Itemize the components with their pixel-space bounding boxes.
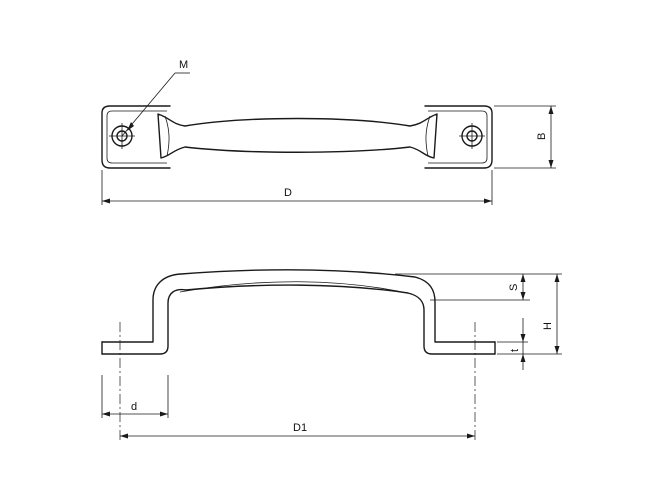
left-foot-outline	[101, 105, 171, 169]
top-view: M D B	[101, 59, 556, 205]
label-S: S	[508, 284, 520, 291]
label-H: H	[542, 322, 554, 330]
side-inner-profile	[101, 284, 496, 355]
grip-left-flare	[164, 115, 170, 157]
h-arrow-top	[554, 274, 560, 282]
d-arrow-left	[102, 198, 110, 204]
side-outer-profile	[101, 269, 496, 343]
t-arrow-bottom	[520, 354, 526, 362]
right-foot-inner-outline	[428, 110, 488, 164]
d1-arrow-right	[467, 433, 475, 439]
dsmall-arrow-left	[102, 411, 110, 417]
grip-body-outline	[157, 113, 438, 159]
s-arrow-bottom	[520, 292, 526, 300]
label-M: M	[179, 59, 188, 71]
grip-right-flare	[425, 115, 431, 157]
label-d: d	[131, 401, 137, 413]
d-arrow-right	[484, 198, 492, 204]
dsmall-arrow-right	[160, 411, 168, 417]
left-foot-inner-outline	[106, 110, 167, 164]
d1-arrow-left	[120, 433, 128, 439]
label-B: B	[536, 133, 548, 140]
b-arrow-top	[548, 106, 554, 114]
s-arrow-top	[520, 274, 526, 282]
label-D1: D1	[293, 422, 307, 434]
h-arrow-bottom	[554, 346, 560, 354]
b-arrow-bottom	[548, 160, 554, 168]
side-view: d D1 S H t	[101, 269, 562, 440]
right-foot-outline	[424, 105, 493, 169]
m-leader-arrow	[127, 122, 134, 131]
side-grip-line	[179, 281, 413, 295]
label-D: D	[284, 187, 292, 199]
label-t: t	[509, 349, 521, 352]
t-arrow-top	[520, 334, 526, 342]
